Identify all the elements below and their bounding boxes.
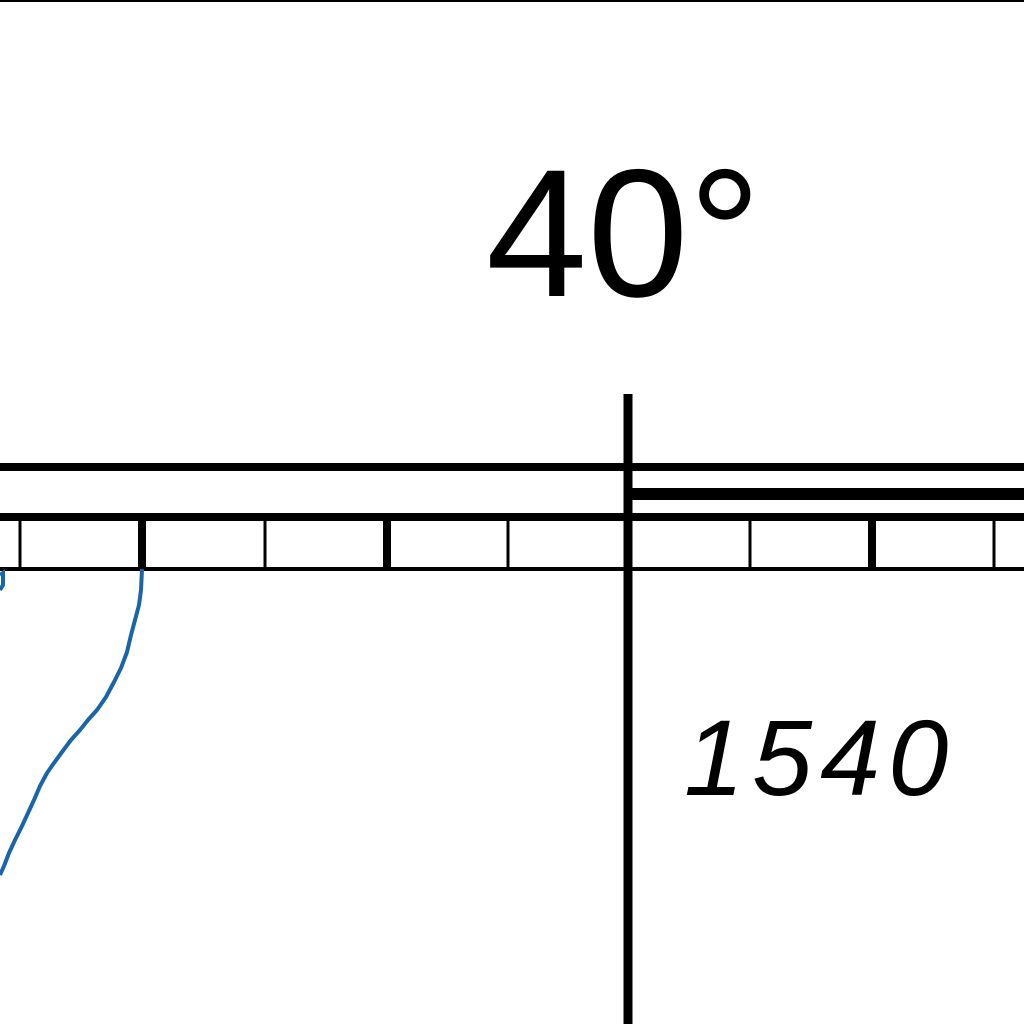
river-line (0, 568, 144, 876)
longitude-label: 40° (486, 131, 761, 335)
river-edge-left (0, 569, 5, 592)
scale-bar-ticks (18, 517, 996, 569)
elevation-label: 1540 (684, 697, 956, 818)
